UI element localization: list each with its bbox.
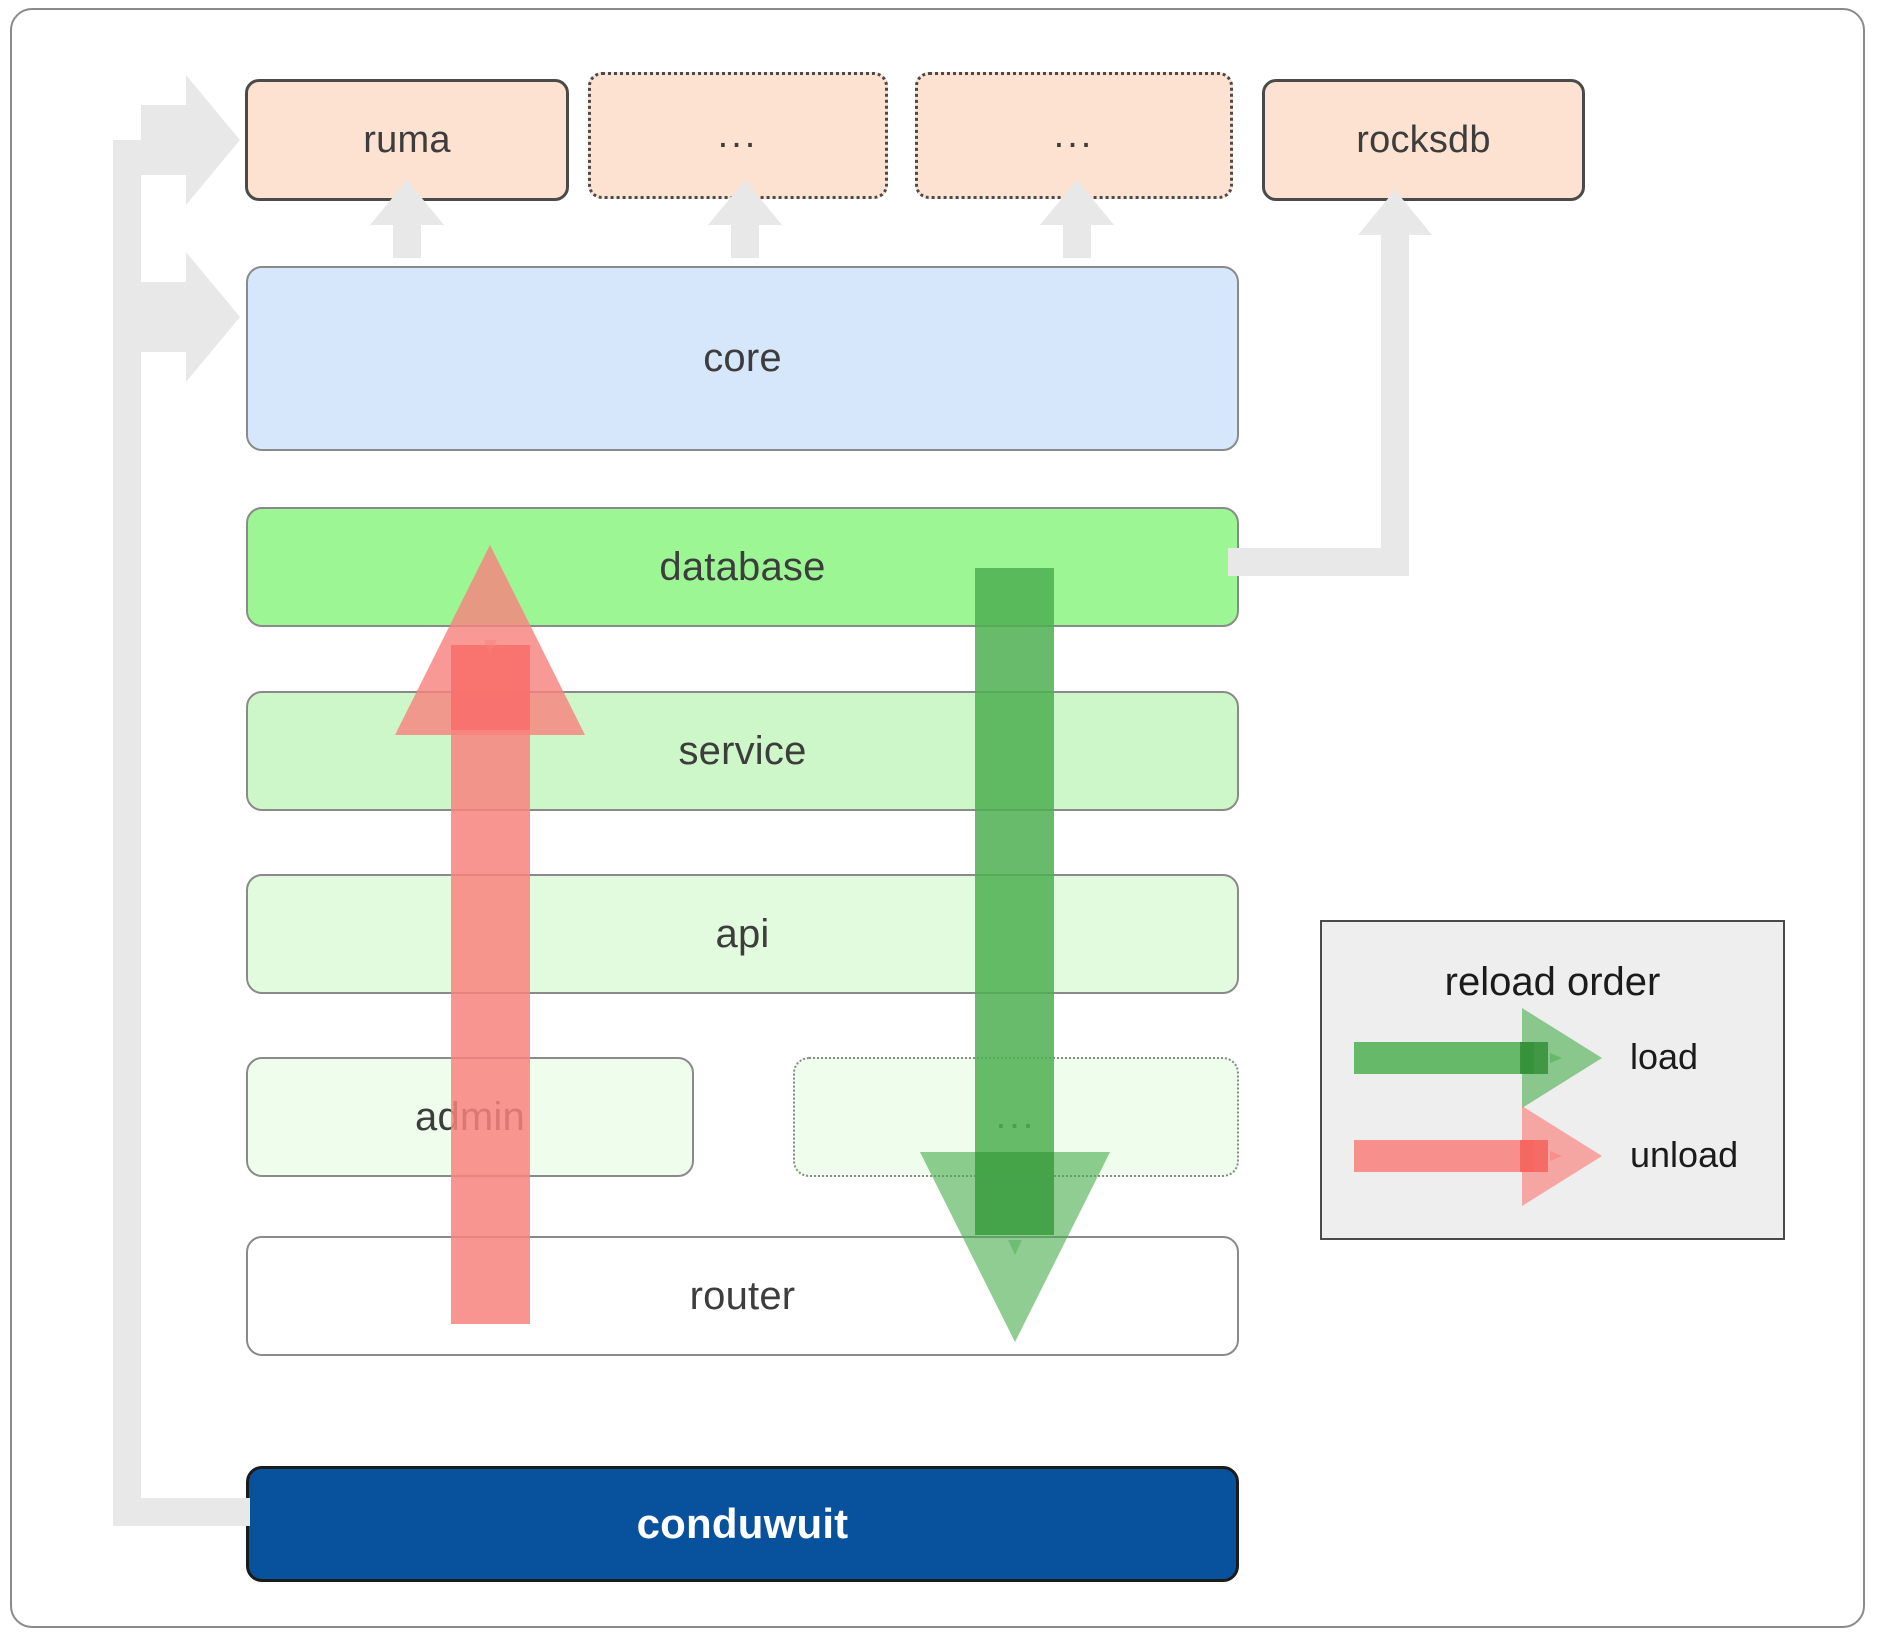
crate-box-api[interactable]: api [246,874,1239,994]
crate-label-database: database [659,544,826,589]
crate-label-core: core [703,336,782,380]
crate-box-placeholder[interactable]: ... [793,1057,1239,1177]
dependency-label: ... [717,113,759,156]
binary-box-conduwuit[interactable]: conduwuit [246,1466,1239,1582]
legend-label-load: load [1630,1036,1699,1077]
load-arrow-icon [1354,1008,1602,1108]
unload-arrow-icon [1354,1106,1602,1206]
legend-arrow-icons [1354,1008,1602,1206]
dependency-label: ... [1053,113,1095,156]
legend-panel: reload order load unload [1320,920,1785,1240]
dependency-box-rocksdb[interactable]: rocksdb [1262,79,1585,201]
dependency-box-placeholder-2[interactable]: ... [915,72,1233,199]
binary-label: conduwuit [636,1500,849,1547]
crate-box-service[interactable]: service [246,691,1239,811]
dependency-label: rocksdb [1356,118,1491,161]
crate-box-database[interactable]: database [246,507,1239,627]
crate-label-service: service [678,728,807,773]
crate-label-admin: admin [415,1094,525,1139]
dependency-label: ruma [363,118,451,161]
diagram-frame [10,8,1865,1628]
crate-label-api: api [715,911,770,956]
crate-box-admin[interactable]: admin [246,1057,694,1177]
crate-label-router: router [689,1273,796,1318]
dependency-box-ruma[interactable]: ruma [245,79,569,201]
crate-box-router[interactable]: router [246,1236,1239,1356]
crate-box-core[interactable]: core [246,266,1239,451]
legend-label-unload: unload [1630,1134,1739,1175]
dependency-box-placeholder-1[interactable]: ... [588,72,888,199]
crate-label-placeholder: ... [995,1095,1037,1138]
legend-title: reload order [1444,960,1661,1004]
